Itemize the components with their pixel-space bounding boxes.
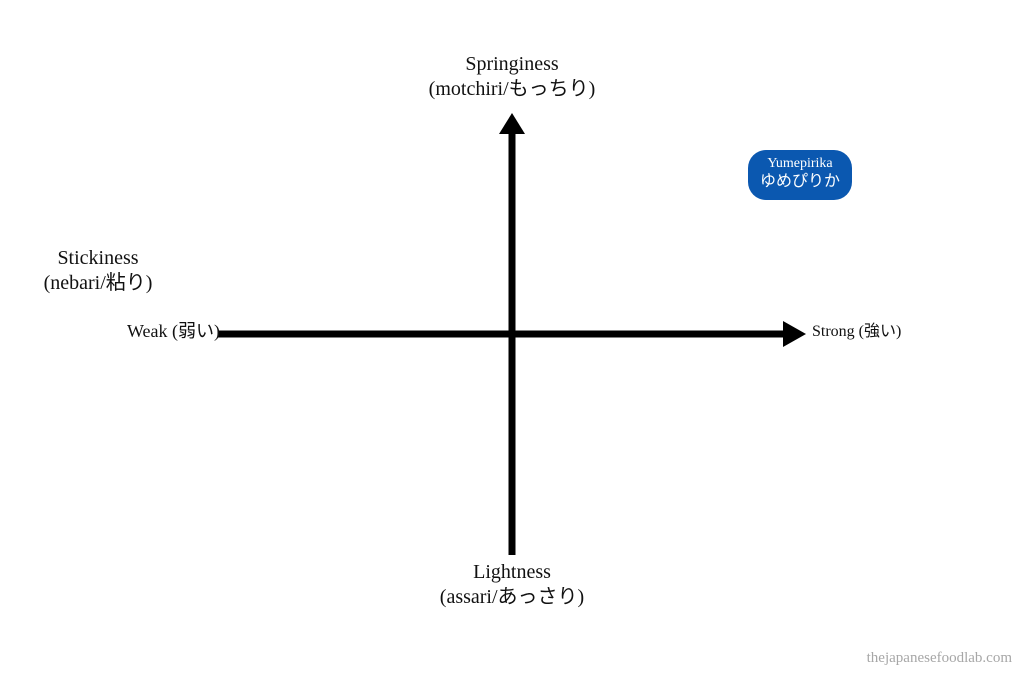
strong-label: Strong (強い): [812, 323, 902, 340]
springiness-subtitle: (motchiri/もっちり): [428, 78, 596, 100]
stickiness-title: Stickiness: [57, 247, 139, 269]
springiness-title: Springiness: [465, 53, 559, 75]
yumepirika-badge: Yumepirika ゆめぴりか: [748, 150, 852, 200]
yumepirika-name-jp: ゆめぴりか: [759, 171, 840, 191]
lightness-title: Lightness: [473, 561, 551, 583]
lightness-axis-label: Lightness (assari/あっさり): [412, 560, 612, 610]
watermark-text: thejapanesefoodlab.com: [866, 650, 1012, 666]
stickiness-axis-label: Stickiness (nebari/粘り): [18, 246, 178, 296]
springiness-axis-label: Springiness (motchiri/もっちり): [412, 52, 612, 102]
vertical-axis-arrowhead: [499, 113, 525, 134]
horizontal-axis-arrowhead: [783, 321, 806, 347]
weak-label: Weak (弱い): [126, 321, 220, 341]
stickiness-subtitle: (nebari/粘り): [43, 272, 153, 294]
yumepirika-name-en: Yumepirika: [767, 156, 833, 171]
lightness-subtitle: (assari/あっさり): [439, 586, 585, 608]
